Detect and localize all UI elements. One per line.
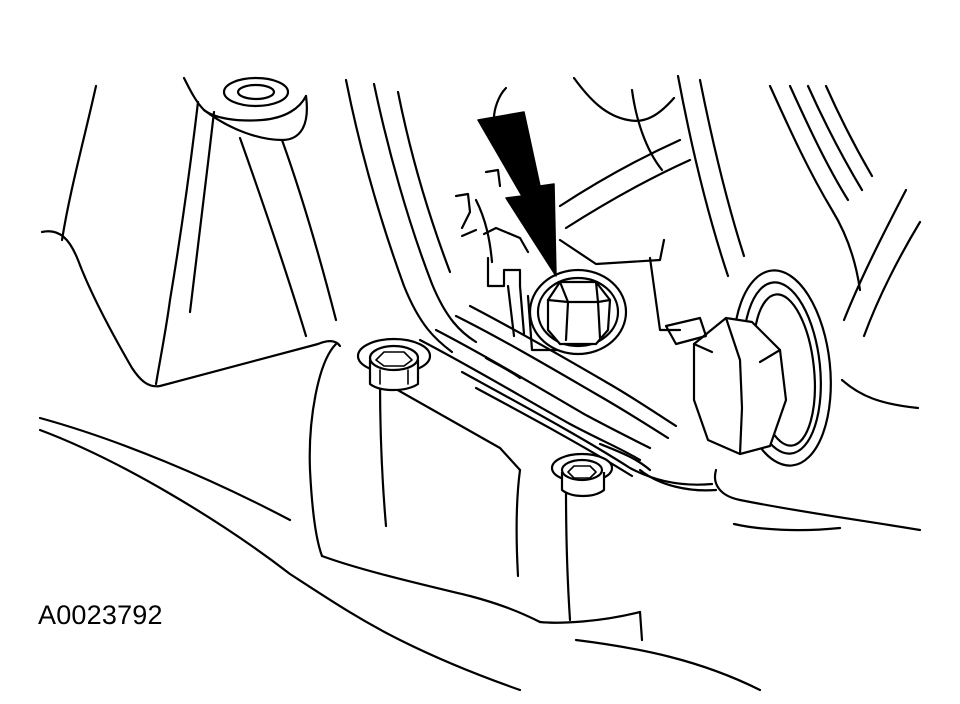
top-mount-boss: [182, 76, 338, 338]
arrow-pointer-icon: [477, 111, 557, 277]
oil-pan-body: [38, 342, 762, 692]
figure-id-label: A0023792: [38, 600, 163, 630]
drain-plug-bolt: [528, 268, 628, 356]
wire-clip-bracket: [454, 168, 530, 338]
right-housing: [676, 74, 922, 532]
flange-bolt-lower: [550, 452, 614, 498]
flange-bolt-left: [356, 337, 432, 392]
center-housing: [344, 76, 692, 354]
filler-plug: [664, 269, 832, 467]
oil-pan-flange: [418, 304, 718, 492]
housing-left-lobe: [38, 84, 342, 522]
